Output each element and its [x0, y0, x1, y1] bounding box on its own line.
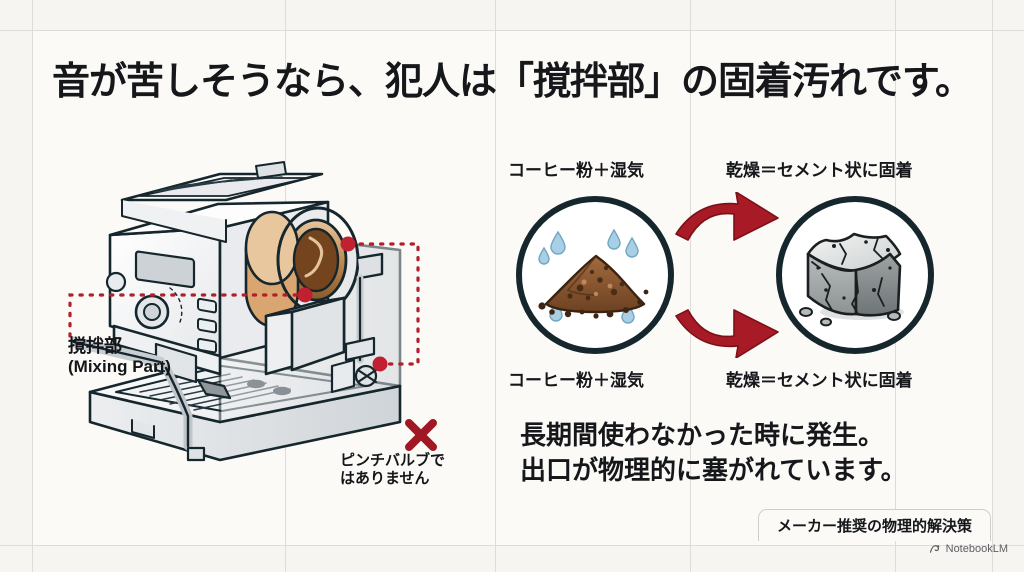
conclusion-text: 長期間使わなかった時に発生。 出口が物理的に塞がれています。	[520, 418, 990, 489]
footer-tab-banner[interactable]: メーカー推奨の物理的解決策	[758, 509, 992, 541]
label-mixing-part-en: (Mixing Part)	[68, 357, 171, 377]
label-not-pinch-valve-line1: ピンチバルブで	[340, 452, 446, 469]
label-mixing-part-jp: 撹拌部	[68, 336, 122, 356]
caption-bottom-right: 乾燥＝セメント状に固着	[726, 371, 913, 390]
curved-arrow-right-icon-bottom	[675, 309, 779, 359]
notebooklm-watermark: NotebookLM	[929, 543, 1008, 555]
label-not-pinch-valve: ピンチバルブで はありません	[340, 452, 500, 489]
coffee-grounds-with-moisture-icon	[516, 196, 674, 354]
caption-top-right: 乾燥＝セメント状に固着	[726, 161, 913, 180]
curved-arrow-right-icon-top	[675, 191, 779, 241]
label-mixing-part: 撹拌部 (Mixing Part)	[68, 336, 248, 377]
label-not-pinch-valve-line2: はありません	[340, 470, 430, 488]
footer-tab-label: メーカー推奨の物理的解決策	[777, 518, 973, 535]
caption-bottom-left: コーヒー粉＋湿気	[508, 371, 644, 390]
notebooklm-logo-icon	[929, 543, 941, 555]
notebooklm-watermark-label: NotebookLM	[945, 543, 1008, 555]
conclusion-line-1: 長期間使わなかった時に発生。	[520, 420, 885, 450]
process-arrows	[672, 191, 784, 359]
x-mark-icon	[404, 418, 438, 452]
conclusion-line-2: 出口が物理的に塞がれています。	[520, 455, 907, 486]
page-title: 音が苦しそうなら、犯人は「撹拌部」の固着汚れです。	[51, 61, 973, 103]
hardened-cement-block-icon	[776, 196, 934, 354]
caption-top-left: コーヒー粉＋湿気	[508, 161, 644, 180]
espresso-machine-illustration	[70, 130, 450, 470]
